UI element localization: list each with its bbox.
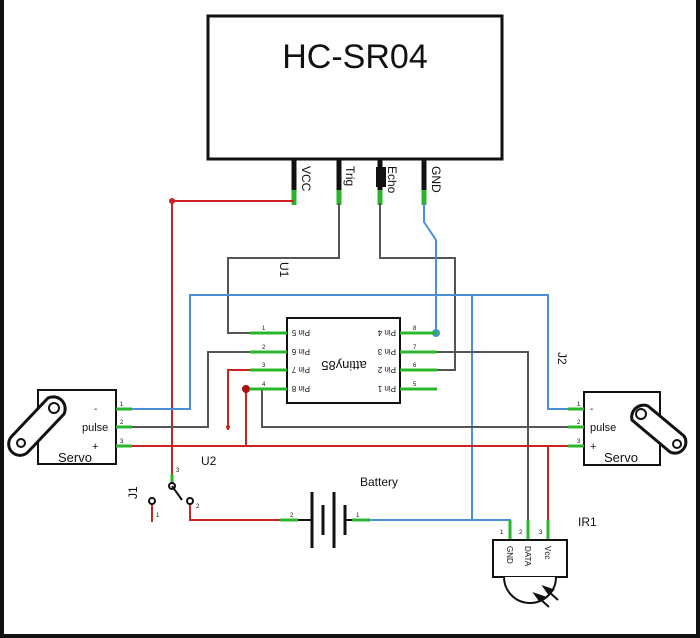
- servo-pin-num: 3: [577, 439, 581, 445]
- junction-dot: [242, 385, 250, 393]
- servo-pin-num: 2: [120, 420, 124, 426]
- chip-pin-2: Pin 2: [377, 365, 396, 374]
- wire-pulse-left: [132, 351, 270, 428]
- chip-pin-7: Pin 7: [291, 365, 310, 374]
- servo-pin-num: 1: [120, 402, 124, 408]
- chip-num: 5: [413, 382, 417, 388]
- switch-label: U2: [201, 454, 217, 468]
- battery-icon: [280, 492, 370, 548]
- chip-right-legs: [400, 331, 437, 391]
- chip-pin-6: Pin 6: [291, 347, 310, 356]
- chip-num: 7: [413, 345, 417, 351]
- chip-num: 6: [413, 363, 417, 369]
- chip-num: 4: [262, 382, 266, 388]
- servo-left-label: Servo: [58, 450, 92, 465]
- servo-right-label: Servo: [604, 450, 638, 465]
- sensor-pins: [291, 159, 427, 205]
- wire-ir-data: [422, 351, 529, 540]
- servo-left-pin-minus: -: [94, 404, 97, 415]
- wire-gnd-sensor: [422, 203, 437, 334]
- chip-pin-4: Pin 4: [377, 328, 396, 337]
- wire-trig: [227, 203, 340, 334]
- chip-num: 1: [262, 326, 266, 332]
- light-arrow-icon: [532, 585, 559, 608]
- chip-name: attiny85: [321, 358, 367, 373]
- chip-pin-5: Pin 5: [291, 328, 310, 337]
- chip-ref: U1: [277, 262, 291, 278]
- sensor-pin-trig: Trig: [343, 166, 357, 186]
- servo-pin-num: 1: [577, 402, 581, 408]
- wire-switch-battery: [189, 501, 298, 521]
- sensor-pin-gnd: GND: [429, 166, 443, 193]
- battery-pin-num: 1: [356, 513, 360, 519]
- wire-gnd-ir: [471, 295, 511, 540]
- chip-pin-3: Pin 3: [377, 347, 396, 356]
- hcsr04-title: HC-SR04: [282, 38, 427, 76]
- servo-ref: J2: [555, 352, 569, 365]
- servo-pin-num: 3: [120, 439, 124, 445]
- battery-label: Battery: [360, 475, 398, 489]
- servo-right-pin-plus: +: [590, 441, 596, 453]
- switch-pin-num: 2: [196, 504, 200, 510]
- wire-gnd-bus: [132, 294, 585, 410]
- sensor-pin-vcc: VCC: [299, 166, 313, 192]
- servo-pin-num: 2: [577, 420, 581, 426]
- ir-pin-vcc: Vcc: [543, 546, 552, 559]
- servo-left-pin-plus: +: [92, 441, 98, 453]
- chip-num: 8: [413, 326, 417, 332]
- chip-pin-1: Pin 1: [377, 384, 396, 393]
- battery-pin-num: 2: [290, 513, 294, 519]
- servo-right-pin-minus: -: [590, 404, 593, 415]
- chip-pin-8: Pin 8: [291, 384, 310, 393]
- servo-left: [7, 389, 132, 465]
- chip-left-legs: [250, 331, 287, 391]
- switch-ref: J1: [126, 486, 140, 499]
- hcsr04-module: [206, 14, 504, 161]
- ir-pin-num: 1: [500, 530, 504, 536]
- switch-pin-num: 3: [176, 468, 180, 474]
- servo-left-pin-pulse: pulse: [82, 422, 108, 434]
- junction-dot: [226, 425, 230, 429]
- servo-right: [568, 391, 688, 466]
- switch-pin-num: 1: [156, 513, 160, 519]
- junction-dot: [169, 198, 175, 204]
- ir-pin-num: 2: [519, 530, 523, 536]
- wire-power-pin7: [227, 369, 270, 430]
- ir-pin-data: DATA: [523, 546, 532, 567]
- ir-ref: IR1: [578, 515, 597, 529]
- chip-num: 2: [262, 345, 266, 351]
- servo-right-pin-pulse: pulse: [590, 422, 616, 434]
- wire-echo: [379, 203, 456, 371]
- ir-receiver: [492, 520, 568, 604]
- sensor-pin-echo: Echo: [385, 166, 399, 194]
- chip-num: 3: [262, 363, 266, 369]
- ir-pin-num: 3: [539, 530, 543, 536]
- ir-pin-gnd: GND: [505, 546, 514, 564]
- attiny85-chip: [286, 317, 401, 404]
- switch: [148, 474, 194, 505]
